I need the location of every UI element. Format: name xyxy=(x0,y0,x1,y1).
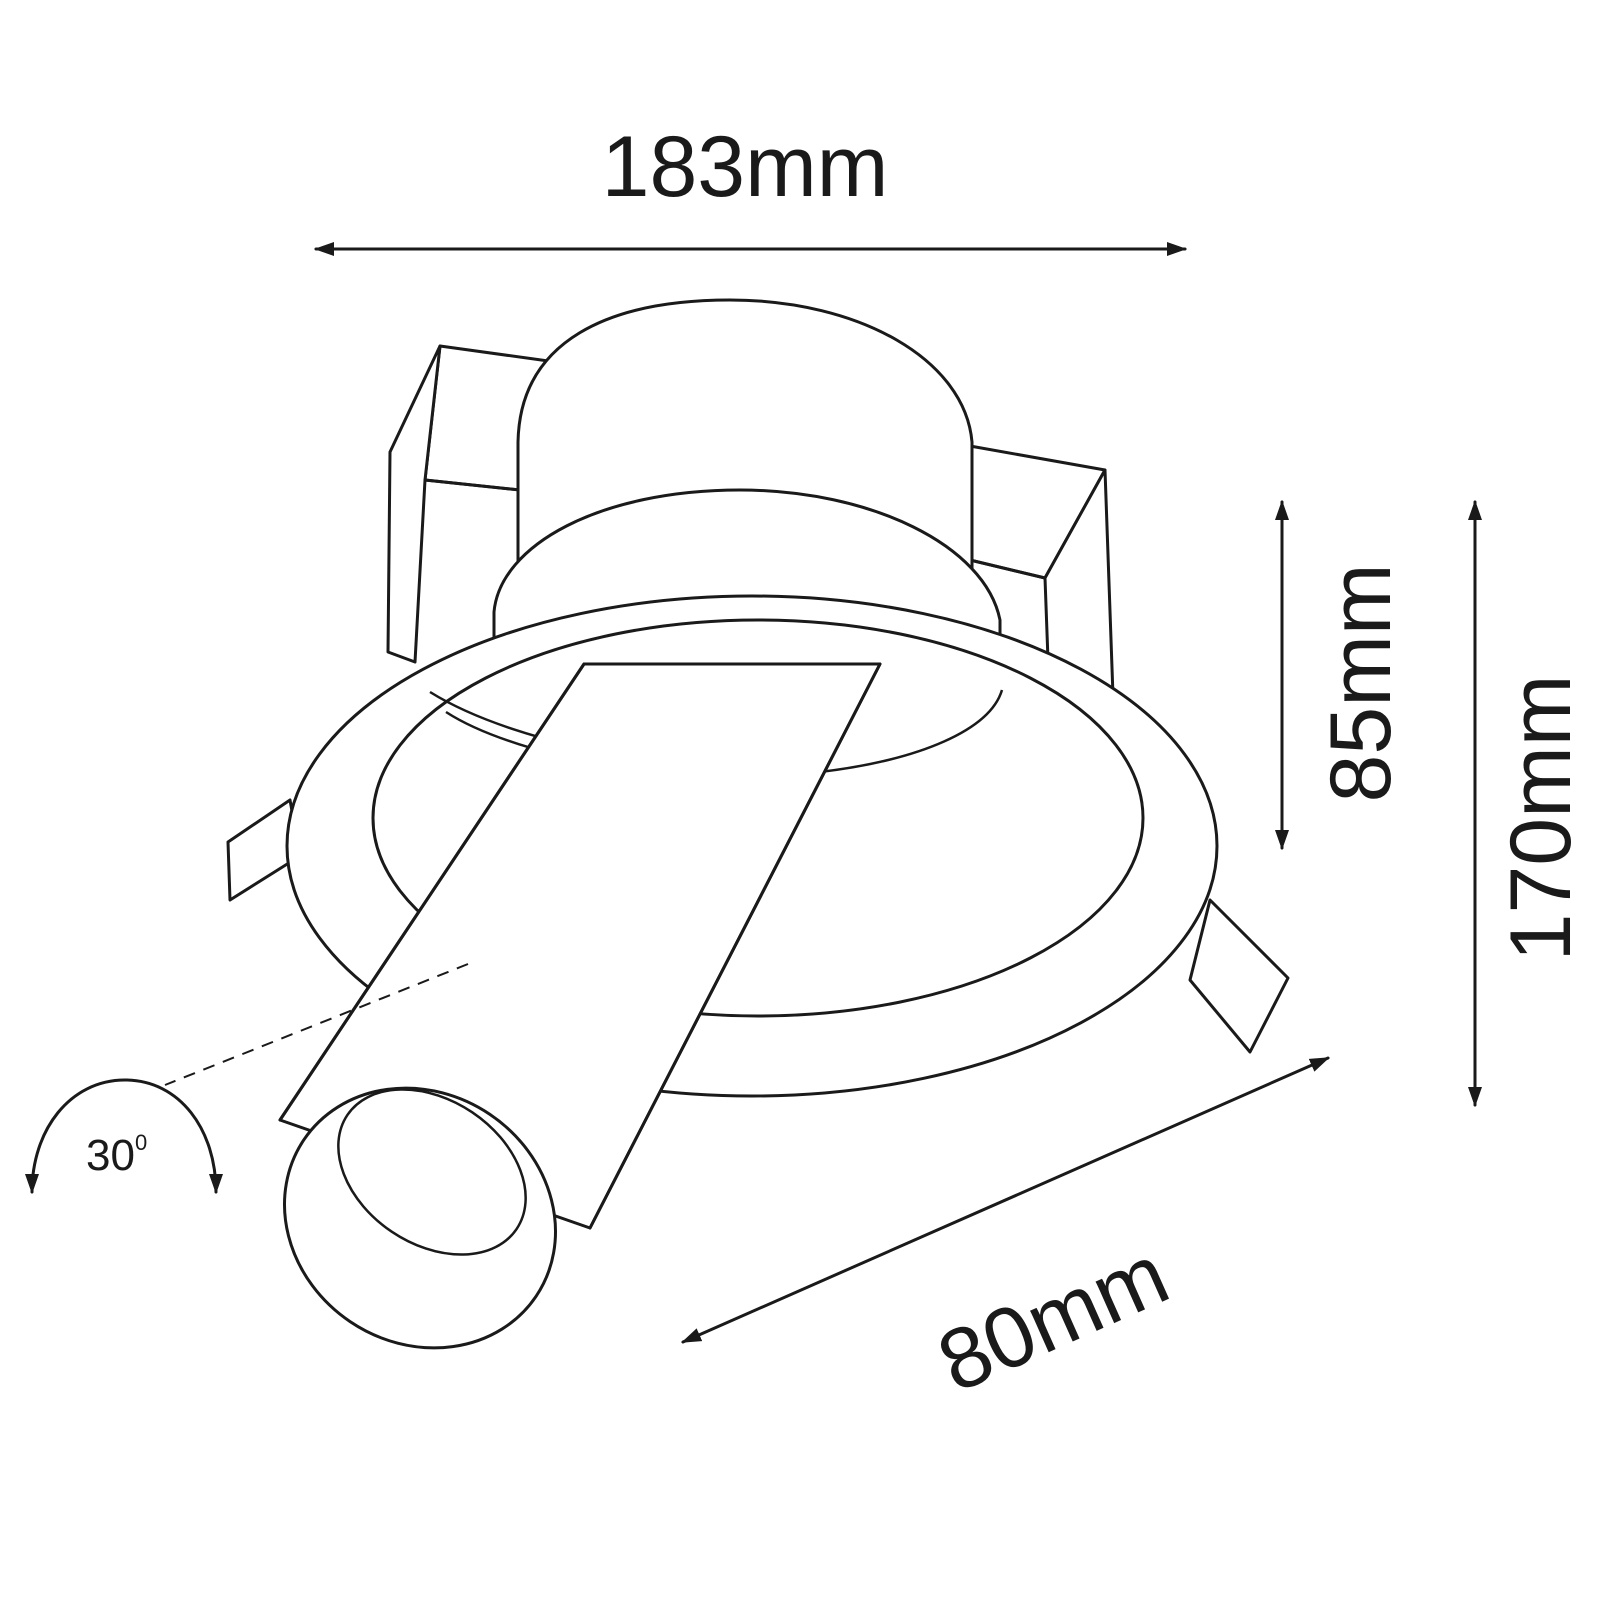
height-dimension-label: 170mm xyxy=(1493,675,1589,962)
depth-dimension-label: 85mm xyxy=(1313,564,1409,803)
width-dimension-label: 183mm xyxy=(602,119,889,215)
spot-tube xyxy=(278,662,882,1350)
tilt-arc-right xyxy=(123,1078,223,1194)
spot-tube-inner-mouth xyxy=(337,1088,527,1256)
tilt-arc-left xyxy=(25,1078,127,1194)
diameter-dimension-arrow xyxy=(681,1056,1330,1344)
spot-tube-mouth xyxy=(283,1086,557,1350)
tilt-angle-label: 300 xyxy=(86,1130,147,1180)
diameter-dimension-label: 80mm xyxy=(925,1226,1182,1411)
